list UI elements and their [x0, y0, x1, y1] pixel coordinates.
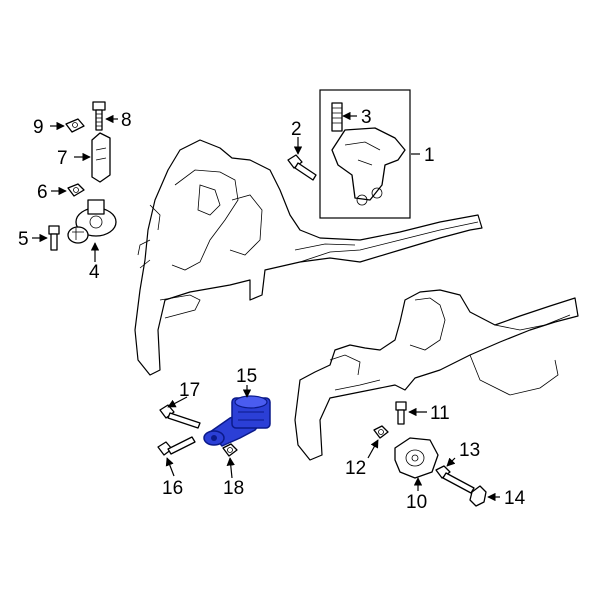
- part-5-bolt: [48, 225, 60, 251]
- part-9-nut: [65, 118, 85, 133]
- callout-2: 2: [291, 119, 302, 140]
- callout-9: 9: [33, 117, 44, 138]
- callout-1: 1: [424, 145, 435, 166]
- part-17-bolt: [159, 404, 201, 429]
- front-frame-right: [294, 289, 579, 461]
- callout-13: 13: [459, 440, 480, 461]
- callout-17: 17: [179, 380, 200, 401]
- callout-12: 12: [345, 458, 366, 479]
- callout-4: 4: [89, 262, 100, 283]
- callout-labels: 1 2 3 4 5 6 7 8 9 10 11 12 13 14 15 16 1…: [18, 107, 526, 513]
- front-frame-left: [134, 139, 483, 376]
- callout-18: 18: [223, 478, 244, 499]
- part-10-mount: [394, 437, 439, 479]
- callout-16: 16: [162, 478, 183, 499]
- part-13-bolt: [435, 465, 475, 494]
- part-15-torque-rod: [203, 395, 271, 447]
- callout-14: 14: [504, 488, 526, 509]
- part-7-bracket: [91, 132, 111, 183]
- part-1-inset: [319, 89, 411, 219]
- callout-11: 11: [430, 403, 450, 424]
- callout-15: 15: [236, 366, 257, 387]
- part-8-bolt: [92, 101, 106, 131]
- callout-3: 3: [361, 107, 372, 128]
- part-6-nut: [67, 183, 85, 197]
- leader-lines: [32, 111, 500, 502]
- callout-5: 5: [18, 229, 29, 250]
- part-18-nut: [222, 443, 238, 457]
- part-2-bolt: [287, 154, 317, 181]
- part-4-mount: [67, 199, 117, 244]
- part-12-nut: [373, 425, 389, 439]
- part-16-bolt: [157, 436, 196, 456]
- callout-6: 6: [37, 182, 48, 203]
- part-11-bolt: [395, 401, 407, 425]
- part-14-clip: [469, 485, 487, 507]
- callout-8: 8: [121, 110, 132, 131]
- callout-10: 10: [406, 492, 427, 513]
- callout-7: 7: [57, 148, 68, 169]
